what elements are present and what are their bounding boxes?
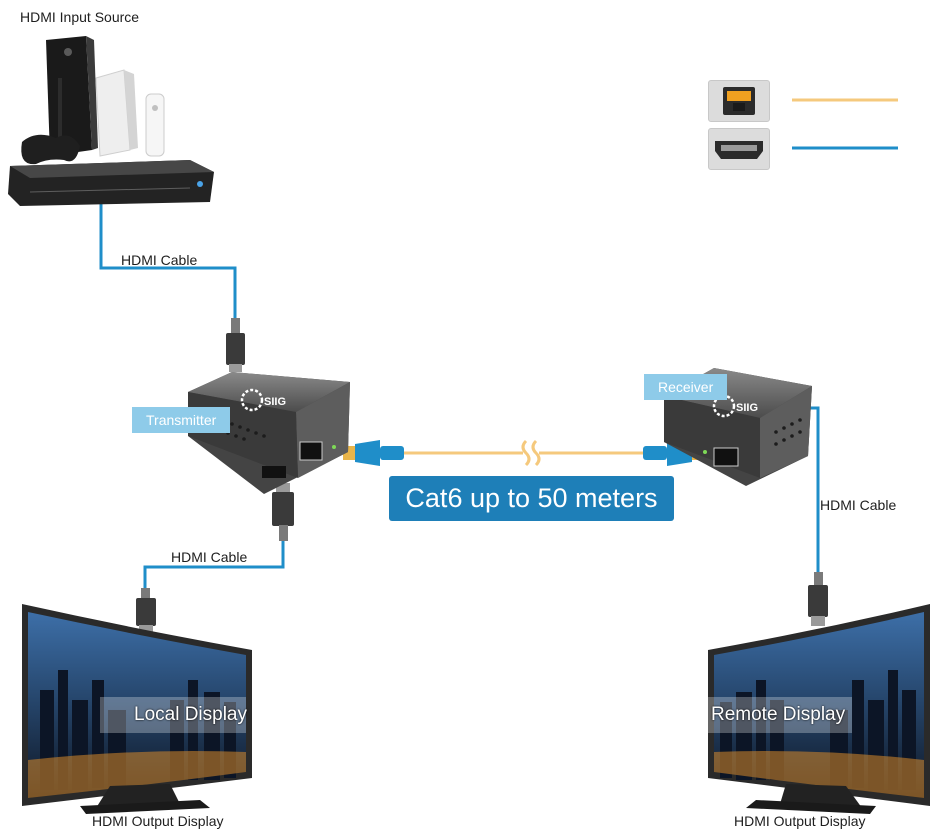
source-title: HDMI Input Source (20, 9, 140, 25)
receiver-tag: Receiver (644, 374, 728, 400)
hdmi-connector-remote-tv (808, 572, 828, 626)
remote-tv-icon (706, 604, 930, 814)
hdmi-connector-transmitter-out (272, 483, 294, 541)
local-tv-icon (22, 604, 252, 814)
legend-hdmi-box (708, 128, 770, 170)
hdmi-cable-local-label: HDMI Cable (171, 549, 248, 565)
hdmi-connector-top (226, 318, 245, 372)
hdmi-connector-local-tv (136, 588, 156, 634)
legend-rj45-box (708, 80, 770, 122)
remote-output-caption: HDMI Output Display (734, 813, 866, 829)
hdmi-cable-local (143, 530, 285, 592)
hdmi-cable-top-label: HDMI Cable (121, 252, 198, 268)
hdmi-port-icon (715, 141, 763, 159)
hdmi-extender-transmitter-icon (188, 372, 350, 494)
local-display-label: Local Display (134, 704, 247, 725)
game-console-icon (8, 36, 214, 206)
transmitter-tag: Transmitter (132, 407, 231, 433)
hdmi-cable-top (99, 195, 237, 322)
transmitter-brand-logo: SIIG (264, 396, 286, 408)
legend (792, 98, 898, 150)
local-output-caption: HDMI Output Display (92, 813, 224, 829)
remote-display-label: Remote Display (711, 704, 846, 725)
rj45-port-icon (723, 87, 755, 115)
hdmi-cable-remote-label: HDMI Cable (820, 497, 897, 513)
cat6-cable (404, 439, 643, 467)
cat6-range-label: Cat6 up to 50 meters (389, 476, 674, 521)
receiver-brand-logo: SIIG (736, 402, 758, 414)
rj45-plug-transmitter (343, 440, 404, 466)
